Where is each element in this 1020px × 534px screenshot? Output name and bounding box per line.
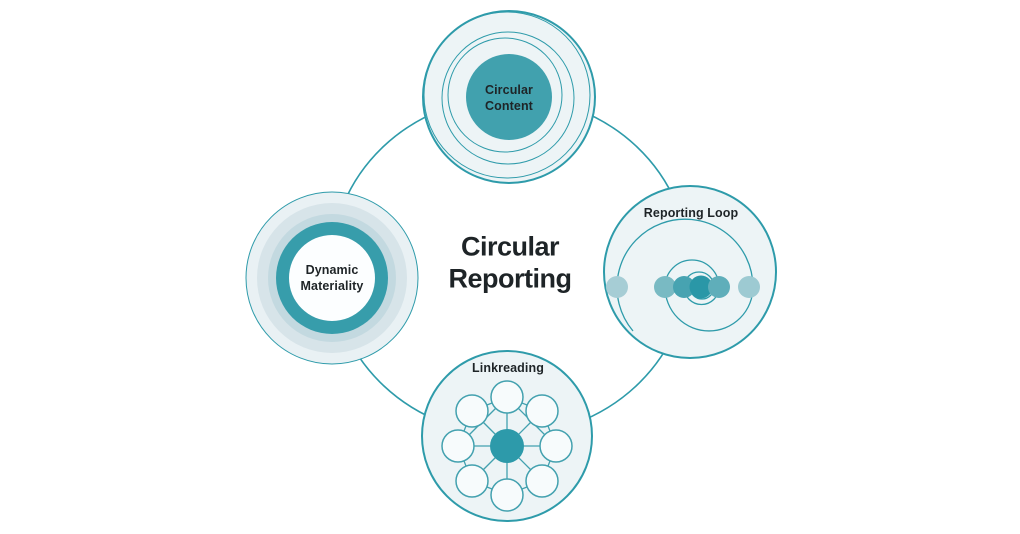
network-node <box>490 380 524 414</box>
dynamic-materiality-label: Dynamic Materiality <box>300 263 364 293</box>
network-node <box>455 394 489 428</box>
reporting-loop-outer-circle <box>603 185 777 359</box>
circular-content-ring-1 <box>423 11 591 179</box>
circular-content-label: Circular Content <box>484 83 534 113</box>
page-title: Circular Reporting <box>448 231 573 293</box>
dynamic-materiality-center-circle <box>289 235 375 321</box>
node-dynamic-materiality <box>245 191 419 365</box>
network-node <box>441 429 475 463</box>
reporting-loop-dot-5 <box>708 276 730 298</box>
linkreading-label: Linkreading <box>472 361 544 375</box>
network-node <box>490 478 524 512</box>
reporting-loop-dot-3 <box>673 276 695 298</box>
circular-content-core-circle <box>466 54 552 140</box>
network-center-node <box>490 429 524 463</box>
network-node <box>525 394 559 428</box>
node-linkreading <box>421 350 593 522</box>
reporting-loop-dot-1 <box>606 276 628 298</box>
reporting-loop-dot-2 <box>654 276 676 298</box>
reporting-loop-dot-6 <box>738 276 760 298</box>
network-node <box>455 464 489 498</box>
network-node <box>525 464 559 498</box>
circular-content-ring-3 <box>447 37 563 153</box>
node-circular-content <box>422 10 596 184</box>
circular-content-ring-2 <box>441 31 575 165</box>
reporting-loop-dot-4 <box>689 275 713 299</box>
reporting-loop-label: Reporting Loop <box>643 206 739 220</box>
node-reporting-loop <box>603 185 777 359</box>
network-node <box>539 429 573 463</box>
